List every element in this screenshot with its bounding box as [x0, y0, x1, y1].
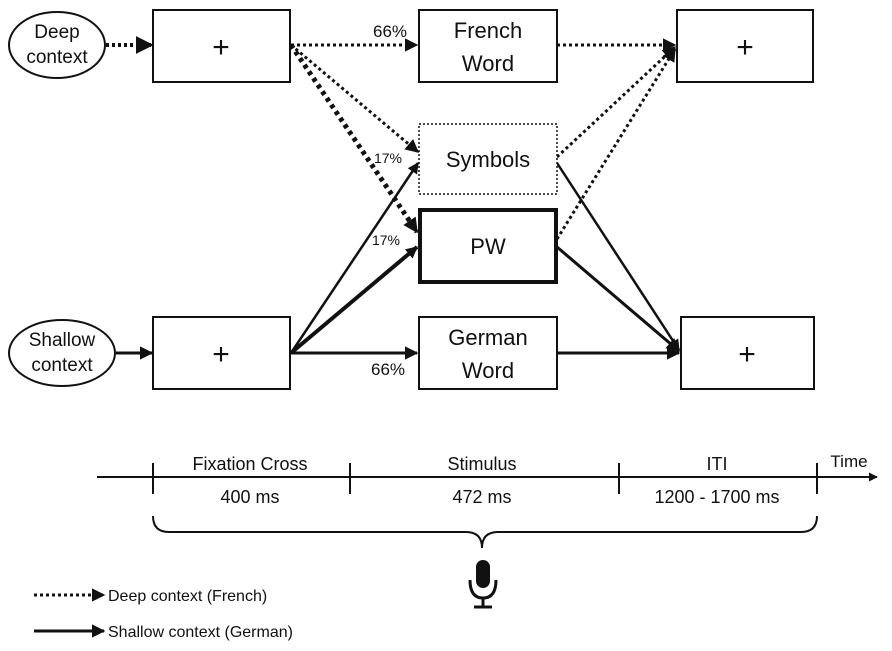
pw-box: PW [418, 208, 558, 284]
segment-name-fixation: Fixation Cross [192, 454, 307, 474]
deep-fixation-to-symbols-arrow [290, 43, 420, 154]
german-word-line1: German [448, 325, 527, 350]
pw-label: PW [470, 234, 506, 259]
deep-french-probability: 66% [373, 22, 407, 41]
symbols-to-deep-iti-arrow [555, 45, 677, 159]
deep-context-edges [106, 36, 677, 240]
shallow-context-line2: context [31, 355, 93, 376]
deep-context-line1: Deep [34, 22, 79, 43]
fixation-cross-symbol: + [738, 338, 756, 371]
pw-to-shallow-iti-arrow [556, 245, 681, 353]
deep-context-line2: context [26, 47, 88, 68]
shallow-context-edges [116, 162, 681, 360]
deep-fixation-box: + [152, 9, 291, 83]
shallow-german-probability: 66% [371, 360, 405, 379]
deep-symbols-probability: 17% [374, 150, 402, 166]
pw-to-deep-iti-arrow [555, 47, 677, 240]
time-label: Time [830, 452, 867, 471]
segment-duration-stimulus: 472 ms [452, 487, 511, 507]
shallow-fixation-box: + [152, 316, 291, 390]
french-word-box: French Word [418, 9, 558, 83]
shallow-context-line1: Shallow [29, 330, 96, 351]
segment-name-stimulus: Stimulus [447, 454, 516, 474]
legend: Deep context (French) Shallow context (G… [34, 588, 293, 641]
fixation-cross-symbol: + [212, 31, 230, 64]
legend-deep-label: Deep context (French) [108, 588, 267, 605]
microphone-icon [468, 560, 498, 609]
deep-context-node: Deep context [8, 11, 106, 79]
symbols-label: Symbols [446, 147, 530, 172]
legend-shallow-label: Shallow context (German) [108, 624, 293, 641]
shallow-fixation-to-pw-arrow [289, 245, 419, 355]
french-word-line2: Word [462, 51, 514, 76]
segment-duration-fixation: 400 ms [220, 487, 279, 507]
recording-brace [152, 515, 818, 549]
shallow-context-node: Shallow context [8, 319, 116, 387]
german-word-box: German Word [418, 316, 558, 390]
symbols-to-shallow-iti-arrow [555, 162, 681, 351]
shallow-iti-box: + [680, 316, 815, 390]
segment-duration-iti: 1200 - 1700 ms [654, 487, 779, 507]
shallow-fixation-to-symbols-arrow [289, 162, 420, 354]
timeline: Time Fixation Cross 400 ms Stimulus 472 … [97, 452, 878, 549]
shallow-pw-probability: 17% [372, 232, 400, 248]
fixation-cross-symbol: + [736, 31, 754, 64]
fixation-cross-symbol: + [212, 338, 230, 371]
deep-fixation-to-pw-arrow [288, 43, 420, 234]
symbols-box: Symbols [418, 123, 558, 195]
segment-name-iti: ITI [707, 454, 728, 474]
deep-iti-box: + [676, 9, 814, 83]
german-word-line2: Word [462, 358, 514, 383]
french-word-line1: French [454, 18, 522, 43]
